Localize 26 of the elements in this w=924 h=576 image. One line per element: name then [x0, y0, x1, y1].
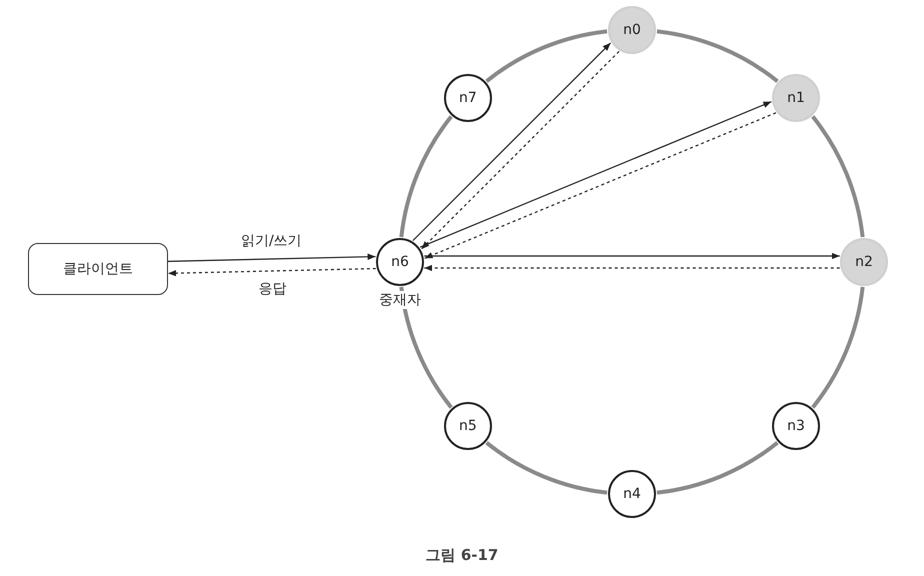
server-node-circle: n2	[840, 238, 888, 286]
server-node-circle: n5	[444, 402, 492, 450]
server-node-circle: n6	[376, 238, 424, 286]
ring-arc	[656, 29, 779, 83]
figure-caption: 그림 6-17	[424, 546, 500, 565]
arrow	[424, 252, 840, 260]
dashed-arrow	[420, 50, 620, 250]
server-node-circle: n0	[608, 6, 656, 54]
dashed-arrow	[424, 264, 840, 272]
server-node-circle: n1	[772, 74, 820, 122]
server-node-circle: n3	[772, 402, 820, 450]
arrow	[412, 42, 612, 242]
server-node-circle: n7	[444, 74, 492, 122]
ring-arc	[399, 286, 453, 409]
arrow	[168, 254, 376, 262]
ring-arc	[485, 29, 608, 83]
ring-arc	[811, 115, 865, 238]
ring-arc	[811, 286, 865, 409]
server-node-circle: n4	[608, 470, 656, 518]
dashed-arrow	[168, 268, 376, 276]
dashed-arrow	[424, 112, 776, 259]
client-box: 클라이언트	[28, 243, 168, 295]
ring-arc	[485, 441, 608, 495]
arrow	[420, 101, 772, 248]
ring-arc	[399, 115, 453, 238]
ring-arc	[656, 441, 779, 495]
